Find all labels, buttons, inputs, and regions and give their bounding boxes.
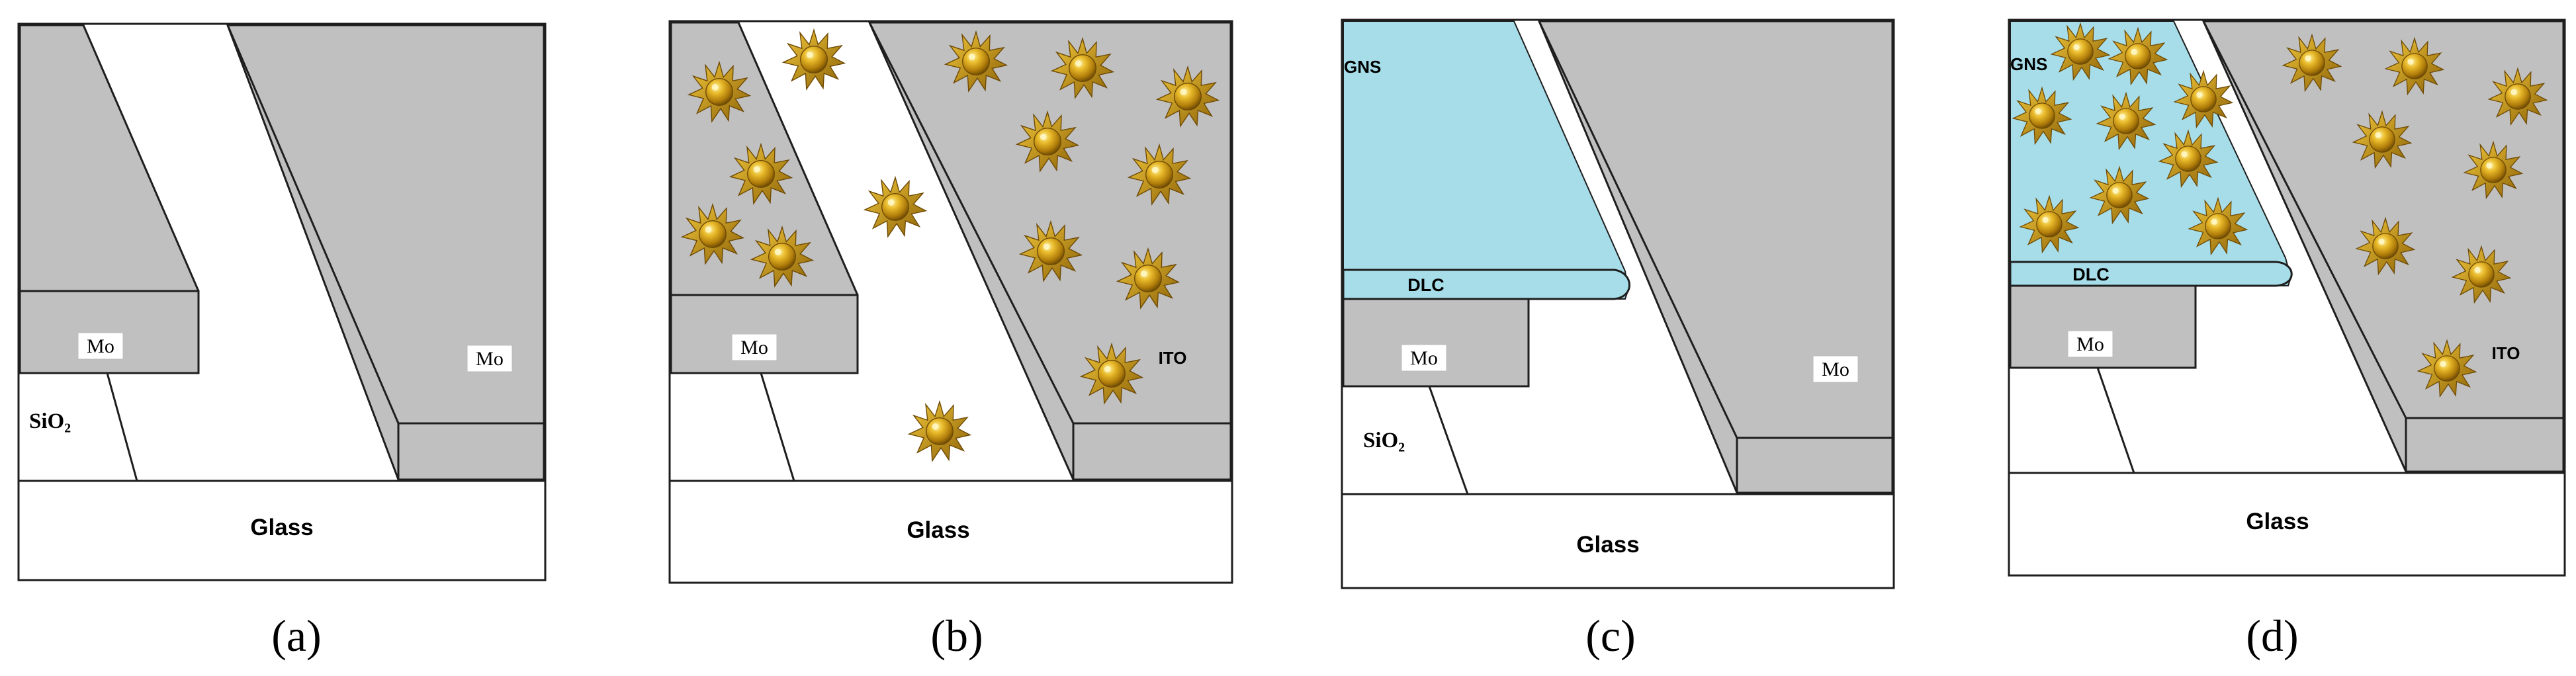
mo-slope-edge <box>226 24 400 424</box>
sio2-edge <box>1428 386 1469 495</box>
mo-left-block <box>19 290 200 374</box>
ito-block <box>2405 417 2565 473</box>
mo-label-box <box>466 345 513 372</box>
dlc-label: DLC <box>2072 265 2110 284</box>
ito-slope-edge <box>2202 21 2407 419</box>
glass-substrate <box>17 480 547 581</box>
mo-label: Mo <box>87 335 114 357</box>
ito-label: ITO <box>2492 343 2520 363</box>
mo-label: Mo <box>476 348 504 370</box>
sio2-edge <box>106 372 138 482</box>
ito-block <box>1072 422 1232 481</box>
panel-d: GNS DLC Mo ITO Glass (d) <box>2008 19 2566 661</box>
glass-substrate <box>1341 493 1895 589</box>
mo-right-block <box>1736 437 1894 494</box>
sio2-label: SiO₂ <box>1363 429 1405 452</box>
glass-label: Glass <box>2246 509 2309 534</box>
mo-slope-edge <box>1538 21 1738 439</box>
mo-label-box <box>1401 344 1447 372</box>
sio2-edge <box>760 372 795 482</box>
mo-label-box <box>731 333 777 361</box>
glass-substrate <box>668 480 1233 584</box>
mo-left-block <box>1342 298 1530 388</box>
dlc-layer <box>1342 269 1630 300</box>
panel-c: GNS DLC Mo Mo SiO₂ Glass (c) <box>1341 19 1895 661</box>
mo-label: Mo <box>2076 333 2104 355</box>
dlc-layer <box>2009 261 2293 287</box>
panel-caption: (b) <box>930 611 983 661</box>
panel-caption: (c) <box>1585 611 1635 661</box>
ito-label: ITO <box>1159 348 1187 368</box>
glass-label: Glass <box>907 517 969 543</box>
mo-right-block <box>397 422 545 481</box>
mo-label-box <box>77 332 124 360</box>
panel-caption: (a) <box>271 611 321 661</box>
mo-label-box <box>2067 330 2113 358</box>
glass-label: Glass <box>250 515 313 540</box>
panel-caption: (d) <box>2246 611 2298 661</box>
dlc-label: DLC <box>1407 275 1444 295</box>
gns-label: GNS <box>1344 57 1381 77</box>
ito-slope-edge <box>868 22 1075 424</box>
panel-b: Mo ITO Glass (b) <box>668 20 1233 661</box>
sio2-label: SiO₂ <box>29 409 71 433</box>
mo-label: Mo <box>1410 347 1438 369</box>
mo-label-box <box>1812 355 1859 383</box>
gns-label: GNS <box>2010 54 2047 74</box>
glass-label: Glass <box>1576 532 1639 558</box>
glass-substrate <box>2008 472 2566 577</box>
panel-a: Mo Mo SiO₂ Glass (a) <box>17 22 547 661</box>
sio2-edge <box>2096 367 2135 474</box>
mo-label: Mo <box>1822 359 1849 380</box>
mo-label: Mo <box>740 337 768 359</box>
